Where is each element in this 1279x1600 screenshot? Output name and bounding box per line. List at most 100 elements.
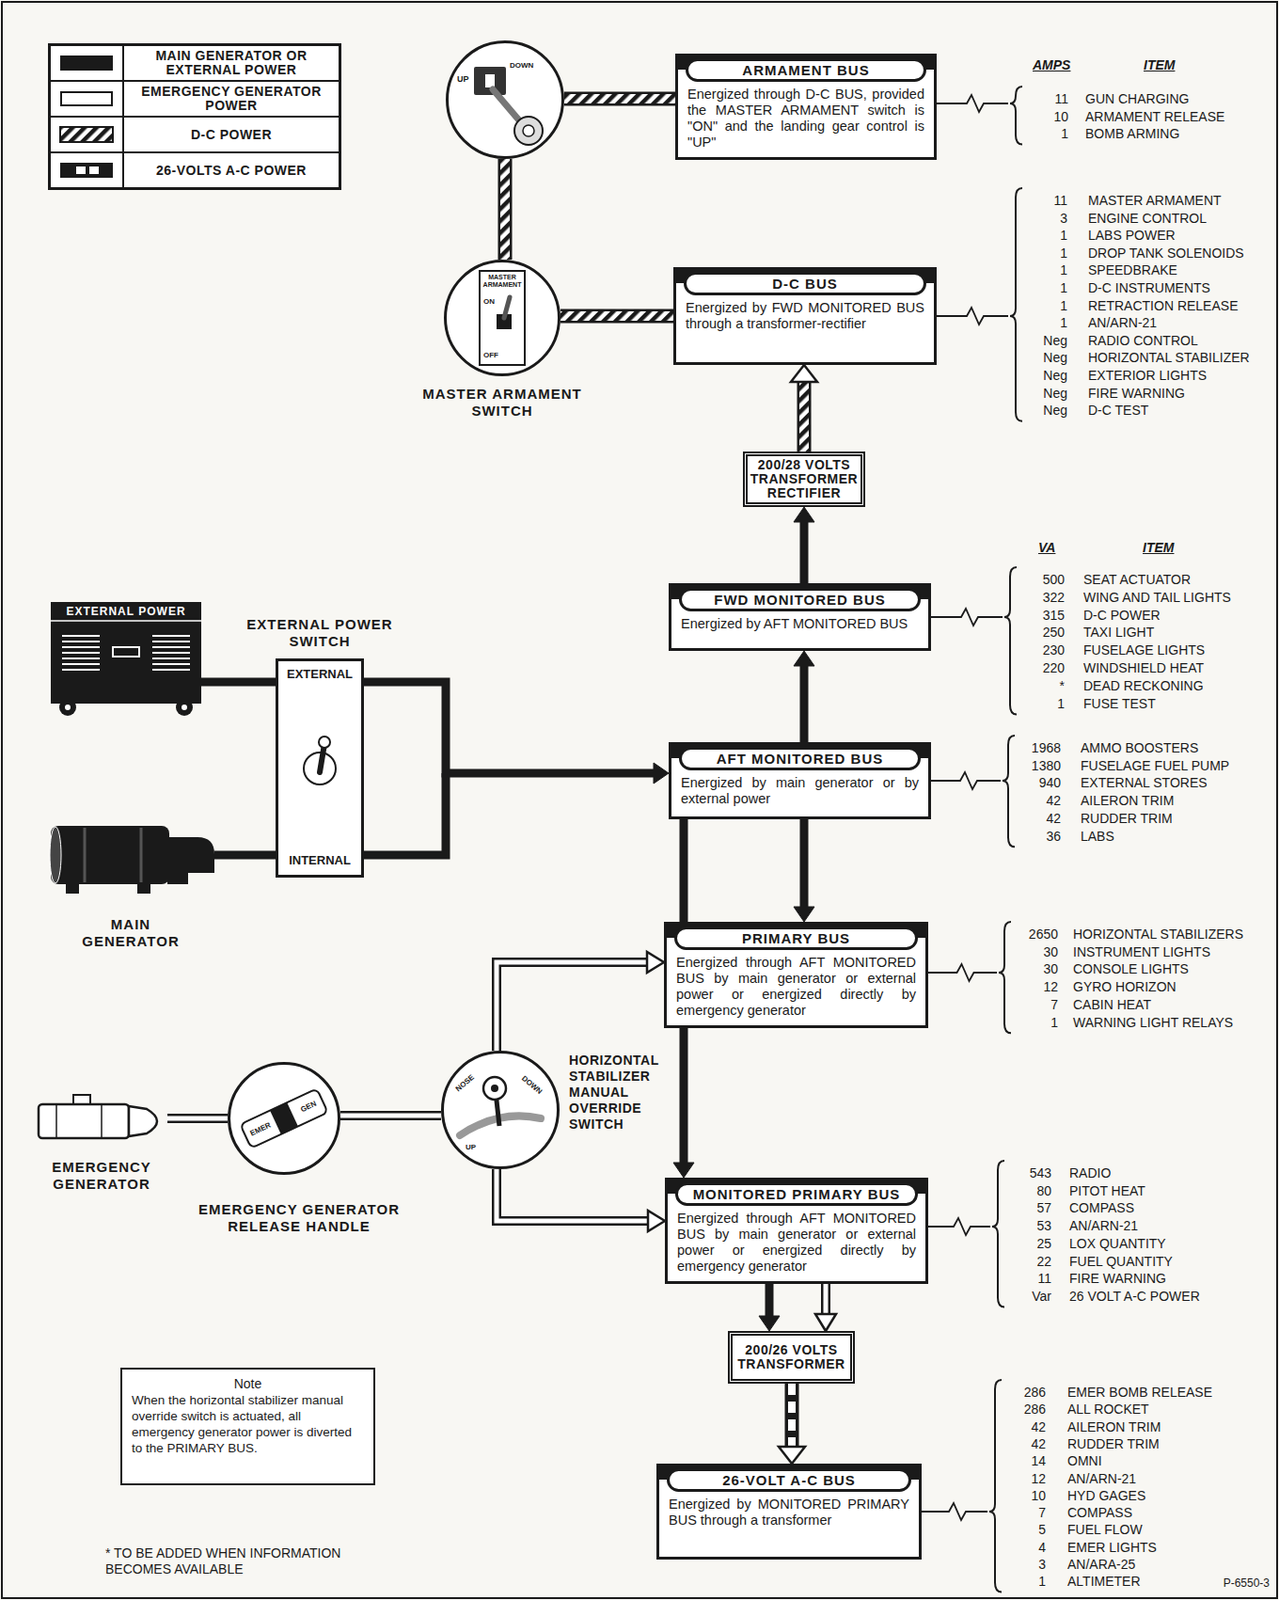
switch-knob-center — [490, 1084, 499, 1092]
node-text: EMERGENCY GENERATOR RELEASE HANDLE — [186, 1200, 412, 1235]
line-stroke — [496, 962, 648, 1051]
load-value: Neg — [1042, 384, 1068, 402]
line-stroke — [340, 1113, 442, 1119]
generator-nose — [128, 1105, 158, 1137]
load-value: 250 — [1042, 623, 1065, 641]
toggle-knob — [318, 736, 331, 748]
bus-box: ARMAMENT BUSEnergized through D-C BUS, p… — [675, 53, 937, 160]
label-rule — [50, 619, 202, 622]
power-line — [758, 1283, 780, 1331]
node-title: UP — [457, 74, 470, 84]
load-item: WINDSHIELD HEAT — [1083, 659, 1204, 677]
handle-bar — [239, 1088, 328, 1148]
grille — [152, 640, 190, 643]
ac-gap — [76, 166, 86, 174]
line-stroke — [800, 521, 809, 584]
load-value: 57 — [1036, 1199, 1052, 1216]
load-value: 2650 — [1028, 925, 1058, 943]
grille — [152, 646, 190, 648]
load-item: PITOT HEAT — [1069, 1182, 1146, 1200]
gear-wheel-hub — [522, 125, 535, 137]
cart-hub — [64, 704, 71, 711]
load-value: 30 — [1042, 943, 1058, 961]
load-item: RETRACTION RELEASE — [1088, 297, 1238, 315]
grille — [152, 663, 190, 665]
legend-text-cell: EMERGENCY GENERATOR POWER — [124, 81, 339, 116]
load-item: ALL ROCKET — [1067, 1400, 1150, 1418]
load-item: FUSELAGE FUEL PUMP — [1080, 757, 1230, 774]
load-lead — [936, 307, 1009, 325]
load-value: 322 — [1042, 588, 1065, 606]
legend-text-cell: 26-VOLTS A-C POWER — [124, 153, 339, 188]
load-value: 53 — [1036, 1216, 1052, 1234]
node-title: 26-VOLT A-C BUS — [666, 1468, 912, 1492]
node-text: EXTERNAL — [278, 666, 362, 681]
bracket — [998, 921, 1011, 1033]
generator-duct — [167, 836, 215, 885]
load-value: 42 — [1045, 791, 1061, 809]
load-item: BOMB ARMING — [1085, 125, 1180, 143]
generator-band — [83, 827, 87, 883]
load-value: 286 — [1024, 1383, 1046, 1401]
node-text: Energized through AFT MONITORED BUS by m… — [666, 949, 926, 1026]
load-value: Neg — [1042, 331, 1068, 349]
line-stroke — [167, 1113, 228, 1123]
load-item: SEAT ACTUATOR — [1083, 570, 1191, 588]
power-line — [790, 364, 818, 452]
legend-line-sample — [59, 126, 114, 143]
load-value: 80 — [1036, 1182, 1052, 1200]
load-value: 1 — [1059, 297, 1068, 315]
load-item: GYRO HORIZON — [1073, 978, 1177, 995]
arrowhead — [815, 1313, 837, 1331]
node-title: EMERGENCY GENERATOR — [35, 1158, 168, 1193]
line-stroke — [799, 381, 809, 452]
legend-line-sample — [59, 161, 114, 179]
legend-sample-cell — [50, 46, 125, 80]
load-item: EXTERNAL STORES — [1080, 773, 1208, 791]
line-stroke — [214, 851, 276, 860]
node-illustration — [278, 661, 367, 881]
load-item: AN/ARN-21 — [1088, 314, 1157, 332]
load-lead — [928, 963, 997, 981]
legend-text-cell: D-C POWER — [124, 117, 339, 152]
load-item: AILERON TRIM — [1067, 1418, 1161, 1436]
node-text: When the horizontal stabilizer manual ov… — [131, 1391, 364, 1456]
emergency-generator: EMERGENCY GENERATOR — [35, 1090, 168, 1200]
load-item: D-C POWER — [1083, 606, 1161, 624]
grille — [62, 651, 100, 654]
bus-box: 26-VOLT A-C BUSEnergized by MONITORED PR… — [656, 1463, 922, 1560]
line-stroke — [564, 94, 676, 104]
load-item: D-C INSTRUMENTS — [1088, 279, 1211, 297]
column-header: VA — [1038, 538, 1056, 556]
bracket — [989, 1379, 1002, 1593]
load-value: 1380 — [1031, 757, 1061, 774]
arrowhead — [793, 906, 815, 922]
grille — [62, 668, 100, 671]
load-item: INSTRUMENT LIGHTS — [1073, 943, 1211, 961]
circle-outline — [442, 1052, 559, 1169]
load-value: 42 — [1045, 809, 1061, 827]
load-value: 11 — [1037, 1269, 1052, 1287]
load-value: 7 — [1038, 1503, 1046, 1521]
generator-band — [140, 827, 143, 883]
power-line — [496, 1168, 665, 1232]
line-stroke — [560, 311, 674, 321]
load-item: HORIZONTAL STABILIZER — [1088, 348, 1250, 366]
node-title: AFT MONITORED BUS — [678, 746, 921, 771]
dc-stripes — [61, 127, 112, 142]
load-value: 25 — [1036, 1234, 1052, 1252]
transformer-box: 200/26 VOLTS TRANSFORMER — [727, 1330, 855, 1384]
grille — [152, 651, 190, 654]
load-item: EMER LIGHTS — [1067, 1538, 1157, 1556]
load-value: Var — [1031, 1287, 1052, 1305]
load-item: MASTER ARMAMENT — [1088, 191, 1222, 209]
load-item: ALTIMETER — [1067, 1572, 1141, 1590]
load-value: 7 — [1050, 995, 1058, 1013]
bracket — [1004, 567, 1017, 714]
legend-text: MAIN GENERATOR OR EXTERNAL POWER — [129, 48, 333, 78]
load-value: 10 — [1053, 108, 1069, 126]
load-value: 220 — [1042, 659, 1065, 677]
node-title: EXTERNAL POWER SWITCH — [233, 615, 407, 650]
